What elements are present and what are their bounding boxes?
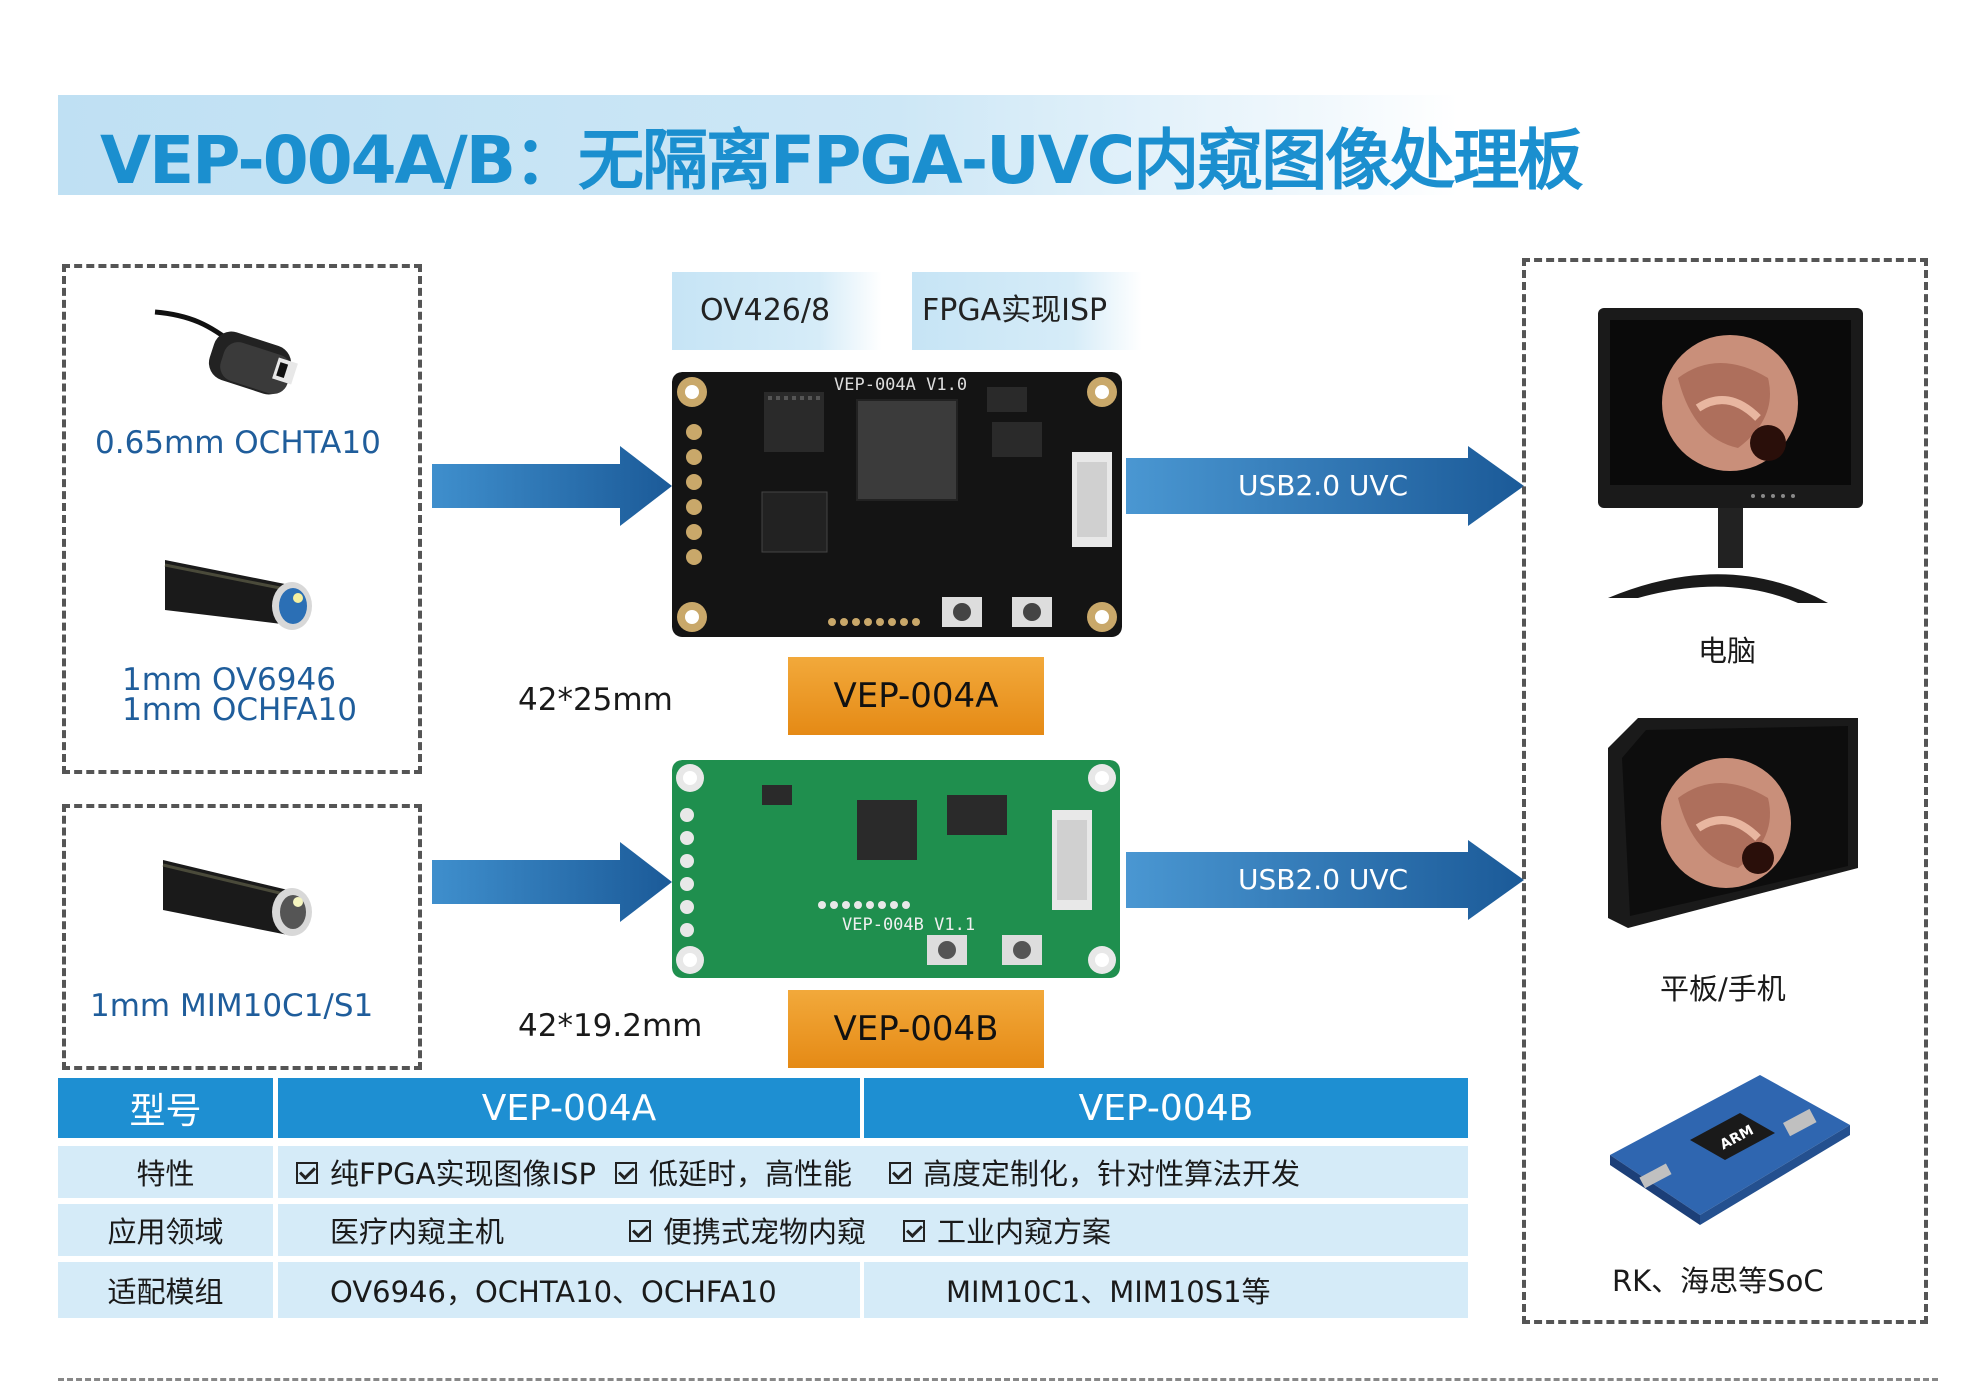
board-a-model: VEP-004A: [788, 657, 1044, 735]
usb-label-a: USB2.0 UVC: [1238, 469, 1409, 502]
application-item-1: 医疗内窥主机: [330, 1215, 505, 1249]
checkbox-icon: [629, 1220, 651, 1242]
board-a-image: VEP-004A V1.0: [672, 372, 1122, 637]
device-label-pc: 电脑: [1698, 634, 1757, 668]
board-b-model: VEP-004B: [788, 990, 1044, 1068]
table-header-model: 型号: [58, 1078, 273, 1138]
application-item-3: 工业内窥方案: [937, 1215, 1112, 1249]
checkbox-icon: [889, 1162, 911, 1184]
input-arrow-a: [432, 446, 672, 526]
board-b-silk: VEP-004B V1.1: [842, 915, 975, 935]
checkbox-icon: [296, 1162, 318, 1184]
input-arrow-b: [432, 842, 672, 922]
footer-divider: [58, 1378, 1938, 1381]
device-label-soc: RK、海思等SoC: [1612, 1264, 1824, 1298]
feature-item-1: 纯FPGA实现图像ISP: [330, 1157, 596, 1191]
camera-label-ochfa10: 1mm OCHFA10: [122, 692, 357, 728]
feature-item-2: 低延时，高性能: [649, 1157, 853, 1191]
spec-table: 型号 VEP-004A VEP-004B 特性 纯FPGA实现图像ISP 低延时…: [58, 1078, 1468, 1328]
sensor-tag: OV426/8: [672, 272, 882, 350]
table-row-application: 医疗内窥主机 便携式宠物内窥 工业内窥方案: [278, 1204, 1468, 1256]
feature-item-3: 高度定制化，针对性算法开发: [923, 1157, 1301, 1191]
board-b-size: 42*19.2mm: [518, 1008, 703, 1044]
camera-label-ov6946: 1mm OV6946: [122, 662, 336, 698]
board-b-image: VEP-004B V1.1: [672, 760, 1120, 978]
camera-probe-icon: [150, 300, 320, 414]
camera-group-1-box: [62, 264, 422, 774]
camera-cable-icon: [160, 540, 320, 654]
table-row-features-label: 特性: [58, 1146, 273, 1198]
camera-label-mim10: 1mm MIM10C1/S1: [90, 988, 374, 1024]
camera-label-ochta10: 0.65mm OCHTA10: [95, 425, 381, 461]
table-header-a: VEP-004A: [278, 1078, 860, 1138]
table-row-modules-label: 适配模组: [58, 1262, 273, 1318]
table-row-modules-a: OV6946，OCHTA10、OCHFA10: [278, 1262, 860, 1318]
soc-board-icon: ARM: [1610, 1075, 1850, 1229]
table-row-application-label: 应用领域: [58, 1204, 273, 1256]
title-band: VEP-004A/B：无隔离FPGA-UVC内窥图像处理板: [58, 95, 1583, 199]
board-a-size: 42*25mm: [518, 682, 673, 718]
output-arrow-b: [1126, 840, 1524, 920]
table-row-modules-b: MIM10C1、MIM10S1等: [864, 1262, 1468, 1318]
table-row-features: 纯FPGA实现图像ISP 低延时，高性能 高度定制化，针对性算法开发: [278, 1146, 1468, 1198]
camera-group-2-box: [62, 804, 422, 1070]
checkbox-icon: [615, 1162, 637, 1184]
application-item-2: 便携式宠物内窥: [663, 1215, 867, 1249]
usb-label-b: USB2.0 UVC: [1238, 863, 1409, 896]
page-title: VEP-004A/B：无隔离FPGA-UVC内窥图像处理板: [100, 122, 1583, 199]
camera-mim-icon: [158, 850, 318, 964]
board-a-silk: VEP-004A V1.0: [834, 375, 967, 395]
isp-tag: FPGA实现ISP: [912, 272, 1142, 350]
tablet-icon: [1608, 718, 1868, 932]
output-arrow-a: [1126, 446, 1524, 526]
device-label-tablet: 平板/手机: [1660, 972, 1786, 1006]
devices-box: [1522, 258, 1928, 1324]
checkbox-icon: [903, 1220, 925, 1242]
table-header-b: VEP-004B: [864, 1078, 1468, 1138]
monitor-icon: [1598, 308, 1863, 612]
